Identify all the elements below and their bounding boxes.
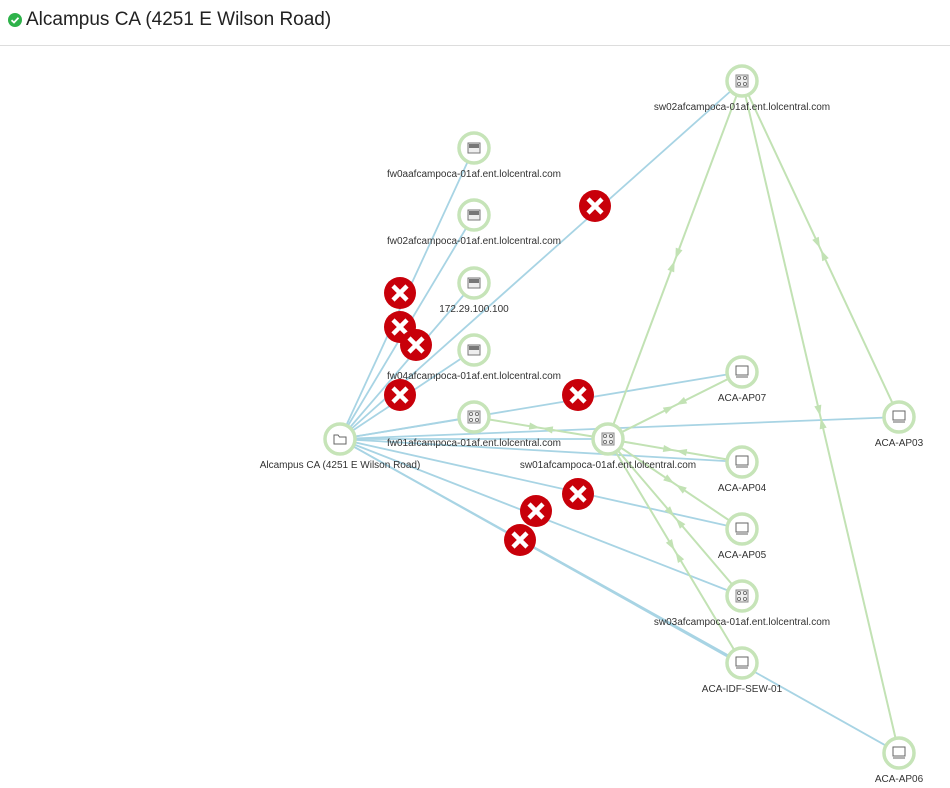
arrow-icon xyxy=(819,417,827,430)
node-sw2[interactable]: sw03afcampoca-01af.ent.lolcentral.com xyxy=(654,579,830,628)
link-root-fw3[interactable] xyxy=(339,282,475,440)
arrow-icon xyxy=(665,539,675,551)
node-label: sw02afcampoca-01af.ent.lolcentral.com xyxy=(654,102,830,113)
access-point-icon xyxy=(735,365,749,378)
arrow-icon xyxy=(675,397,688,406)
node-ap4[interactable]: ACA-AP05 xyxy=(718,512,767,561)
node-label: fw01afcampoca-01af.ent.lolcentral.com xyxy=(387,438,561,449)
error-x-icon[interactable] xyxy=(562,478,594,510)
link-root-ap6[interactable] xyxy=(339,438,900,754)
node-label: 172.29.100.100 xyxy=(439,304,509,315)
page-title: Alcampus CA (4251 E Wilson Road) xyxy=(26,9,332,30)
link-sw1-core[interactable] xyxy=(473,416,609,440)
arrow-icon xyxy=(662,405,675,414)
arrow-icon xyxy=(663,474,675,484)
link-core-top[interactable] xyxy=(607,80,743,440)
node-label: ACA-AP04 xyxy=(718,483,767,494)
node-top[interactable]: sw02afcampoca-01af.ent.lolcentral.com xyxy=(654,64,830,113)
firewall-icon xyxy=(467,344,481,356)
node-fw4[interactable]: fw04afcampoca-01af.ent.lolcentral.com xyxy=(387,333,561,382)
header-bar: Alcampus CA (4251 E Wilson Road) xyxy=(0,0,950,46)
access-point-icon xyxy=(892,410,906,423)
switch-icon xyxy=(467,410,481,424)
node-fw1[interactable]: fw0aafcampoca-01af.ent.lolcentral.com xyxy=(387,131,561,180)
node-fw3[interactable]: 172.29.100.100 xyxy=(439,266,509,315)
folder-icon xyxy=(333,434,347,445)
error-x-icon[interactable] xyxy=(579,190,611,222)
node-core[interactable]: sw01afcampoca-01af.ent.lolcentral.com xyxy=(520,422,696,471)
node-label: sw01afcampoca-01af.ent.lolcentral.com xyxy=(520,460,696,471)
arrow-icon xyxy=(675,551,685,563)
node-label: sw03afcampoca-01af.ent.lolcentral.com xyxy=(654,617,830,628)
error-x-icon[interactable] xyxy=(384,277,416,309)
node-label: ACA-AP06 xyxy=(875,774,924,785)
node-ap3[interactable]: ACA-AP04 xyxy=(718,445,767,494)
link-root-ap3[interactable] xyxy=(339,438,743,463)
node-label: ACA-AP05 xyxy=(718,550,767,561)
node-ap6[interactable]: ACA-AP06 xyxy=(875,736,924,785)
link-root-top[interactable] xyxy=(339,80,743,440)
arrow-icon xyxy=(675,484,687,494)
arrow-icon xyxy=(675,247,683,260)
access-point-icon xyxy=(735,455,749,468)
switch-icon xyxy=(735,74,749,88)
link-core-ap4[interactable] xyxy=(607,438,743,530)
node-root[interactable]: Alcampus CA (4251 E Wilson Road) xyxy=(260,422,421,471)
link-core-ap5[interactable] xyxy=(607,438,743,664)
node-ap5[interactable]: ACA-IDF-SEW-01 xyxy=(702,646,783,695)
firewall-icon xyxy=(467,277,481,289)
link-top-ap2[interactable] xyxy=(741,80,900,418)
arrow-icon xyxy=(675,518,686,529)
arrow-icon xyxy=(820,249,829,262)
access-point-icon xyxy=(735,656,749,669)
arrow-icon xyxy=(675,448,688,457)
error-x-icon[interactable] xyxy=(520,495,552,527)
node-ap1[interactable]: ACA-AP07 xyxy=(718,355,767,404)
arrow-icon xyxy=(812,236,821,249)
error-x-icon[interactable] xyxy=(504,524,536,556)
error-x-icon[interactable] xyxy=(384,379,416,411)
node-label: ACA-IDF-SEW-01 xyxy=(702,684,783,695)
node-label: fw04afcampoca-01af.ent.lolcentral.com xyxy=(387,371,561,382)
arrow-icon xyxy=(814,404,822,417)
node-ap2[interactable]: ACA-AP03 xyxy=(875,400,924,449)
firewall-icon xyxy=(467,209,481,221)
error-x-icon[interactable] xyxy=(400,329,432,361)
node-label: ACA-AP03 xyxy=(875,438,924,449)
arrow-icon xyxy=(664,506,675,517)
node-label: Alcampus CA (4251 E Wilson Road) xyxy=(260,460,421,471)
node-sw1[interactable]: fw01afcampoca-01af.ent.lolcentral.com xyxy=(387,400,561,449)
arrow-icon xyxy=(662,444,675,453)
firewall-icon xyxy=(467,142,481,154)
link-core-sw2[interactable] xyxy=(607,438,743,597)
check-circle-icon xyxy=(8,13,22,27)
arrow-icon xyxy=(528,422,541,430)
node-label: fw0aafcampoca-01af.ent.lolcentral.com xyxy=(387,169,561,180)
switch-icon xyxy=(735,589,749,603)
node-label: ACA-AP07 xyxy=(718,393,767,404)
link-top-ap6[interactable] xyxy=(741,80,900,754)
error-x-icon[interactable] xyxy=(562,379,594,411)
link-root-ap1[interactable] xyxy=(339,371,743,440)
access-point-icon xyxy=(892,746,906,759)
link-core-ap3[interactable] xyxy=(607,438,743,463)
link-core-ap1[interactable] xyxy=(607,371,743,440)
switch-icon xyxy=(601,432,615,446)
arrow-icon xyxy=(541,426,554,434)
node-fw2[interactable]: fw02afcampoca-01af.ent.lolcentral.com xyxy=(387,198,561,247)
arrow-icon xyxy=(667,260,675,273)
node-label: fw02afcampoca-01af.ent.lolcentral.com xyxy=(387,236,561,247)
link-root-ap4[interactable] xyxy=(339,438,743,530)
access-point-icon xyxy=(735,522,749,535)
